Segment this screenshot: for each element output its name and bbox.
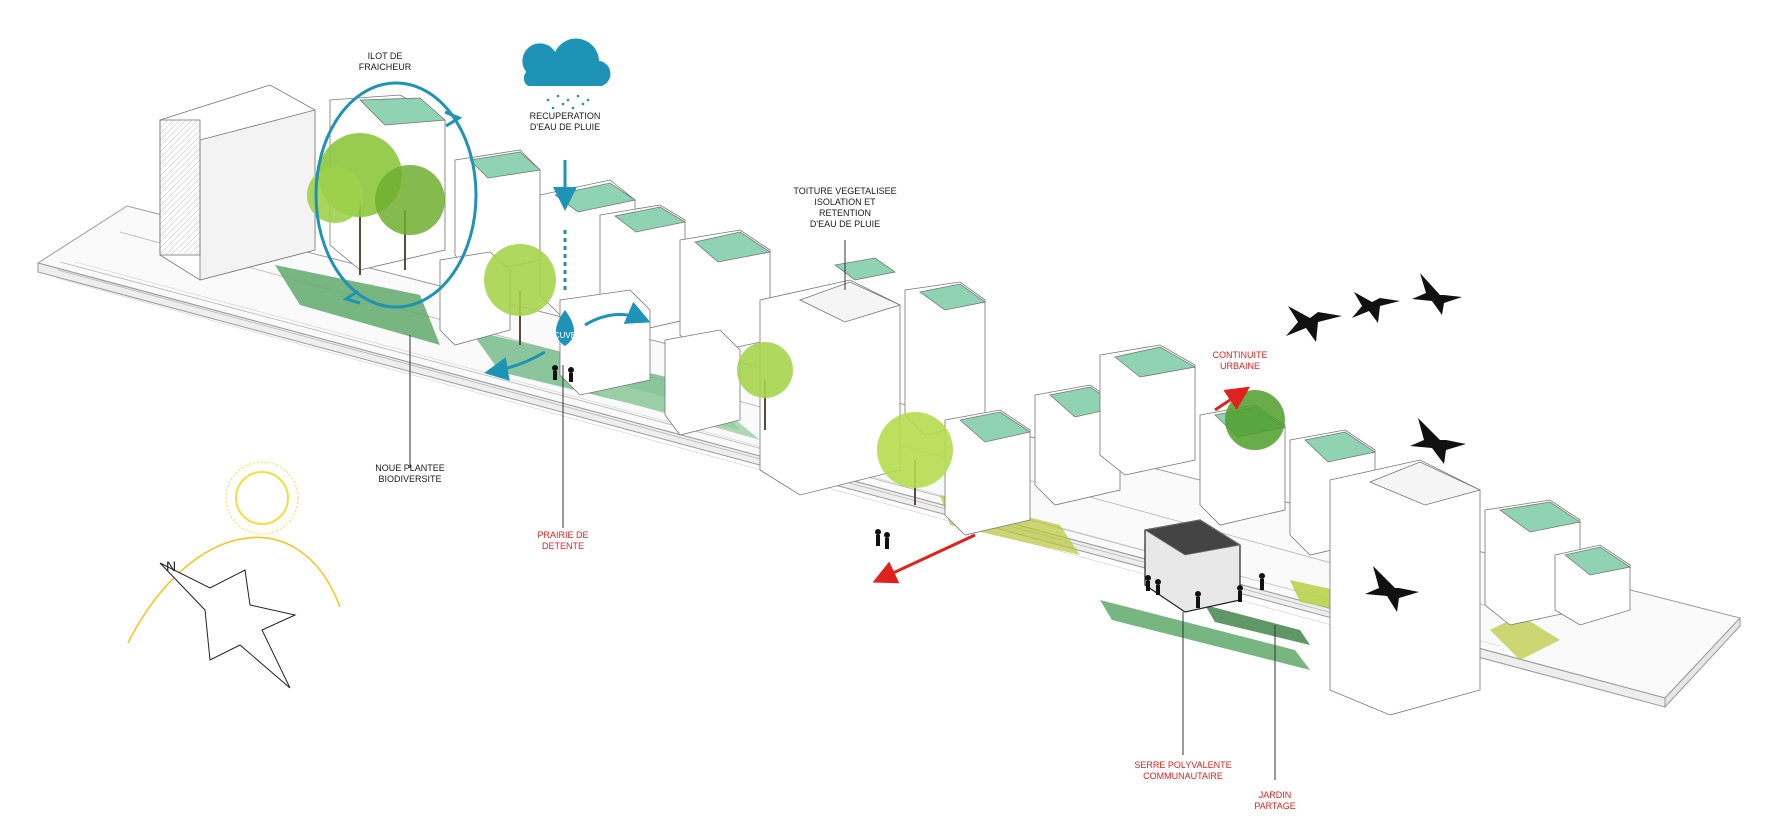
birds bbox=[1286, 273, 1466, 612]
cooling-island-loop bbox=[314, 81, 478, 309]
urban-continuity-arrows bbox=[872, 386, 1250, 584]
label-continuite-urbaine: CONTINUITE URBAINE bbox=[1212, 350, 1268, 371]
rain-cloud-icon bbox=[520, 36, 613, 110]
sun-path bbox=[127, 536, 341, 644]
label-serre-polyvalente: SERRE POLYVALENTE COMMUNAUTAIRE bbox=[1134, 760, 1232, 781]
label-recuperation-eau: RECUPERATION D'EAU DE PLUIE bbox=[529, 111, 601, 132]
label-prairie-de-detente: PRAIRIE DE DETENTE bbox=[537, 530, 589, 551]
bird-icon bbox=[1412, 273, 1462, 315]
label-noue-plantee: NOUE PLANTEE BIODIVERSITE bbox=[375, 463, 445, 484]
leader-lines bbox=[409, 240, 1276, 780]
bird-icon bbox=[1286, 306, 1342, 342]
compass-rose-icon: N bbox=[159, 558, 297, 689]
tree-icon bbox=[375, 165, 445, 270]
sun-icon bbox=[225, 461, 299, 535]
trees bbox=[307, 133, 1285, 505]
label-toiture-vegetalisee: TOITURE VEGETALISEE ISOLATION ET RETENTI… bbox=[793, 186, 897, 229]
label-jardin-partage: JARDIN PARTAGE bbox=[1254, 790, 1296, 811]
people bbox=[552, 365, 1265, 608]
bird-icon bbox=[1365, 566, 1419, 612]
label-ilot-de-fraicheur: ILOT DE FRAICHEUR bbox=[358, 51, 412, 72]
cistern-icon bbox=[556, 310, 574, 346]
svg-text:N: N bbox=[166, 558, 176, 574]
tree-icon bbox=[877, 412, 953, 505]
bird-icon bbox=[1410, 418, 1466, 464]
bird-icon bbox=[1352, 292, 1400, 323]
tree-icon bbox=[737, 342, 793, 430]
rain-flow-arrows bbox=[484, 160, 651, 381]
tree-icon bbox=[484, 244, 556, 345]
label-cuve: CUVE bbox=[553, 331, 577, 340]
